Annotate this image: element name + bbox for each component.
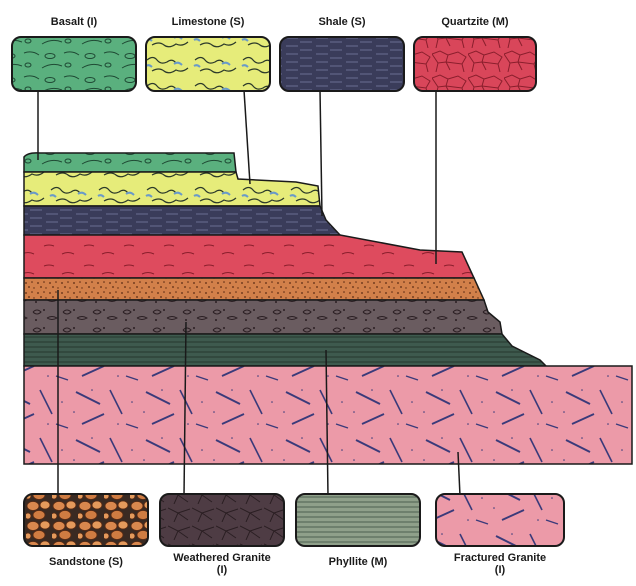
swatch-shale <box>280 37 404 91</box>
label-sandstone: Sandstone (S) <box>24 556 148 568</box>
layer-phyllite <box>24 334 546 366</box>
swatch-phyllite <box>296 494 420 546</box>
leader-shale <box>320 90 322 216</box>
swatch-basalt <box>12 37 136 91</box>
layer-quartzite <box>24 235 474 278</box>
label-fractured-granite: Fractured Granite (I) <box>450 552 550 576</box>
layer-weathered-granite <box>24 300 502 334</box>
layer-limestone <box>24 172 320 206</box>
label-quartzite: Quartzite (M) <box>414 16 536 28</box>
label-shale: Shale (S) <box>280 16 404 28</box>
swatch-limestone <box>146 37 270 91</box>
label-limestone: Limestone (S) <box>146 16 270 28</box>
layer-sandstone <box>24 278 484 300</box>
label-phyllite: Phyllite (M) <box>296 556 420 568</box>
leader-limestone <box>244 90 250 184</box>
swatch-fractured-granite <box>436 494 564 546</box>
label-weathered-granite: Weathered Granite (I) <box>172 552 272 576</box>
swatch-sandstone <box>24 494 148 546</box>
cross-section <box>24 153 632 464</box>
swatch-weathered-granite <box>160 494 284 546</box>
layer-basalt <box>24 153 236 172</box>
label-basalt: Basalt (I) <box>12 16 136 28</box>
swatch-quartzite <box>414 37 536 91</box>
layer-shale <box>24 206 340 235</box>
